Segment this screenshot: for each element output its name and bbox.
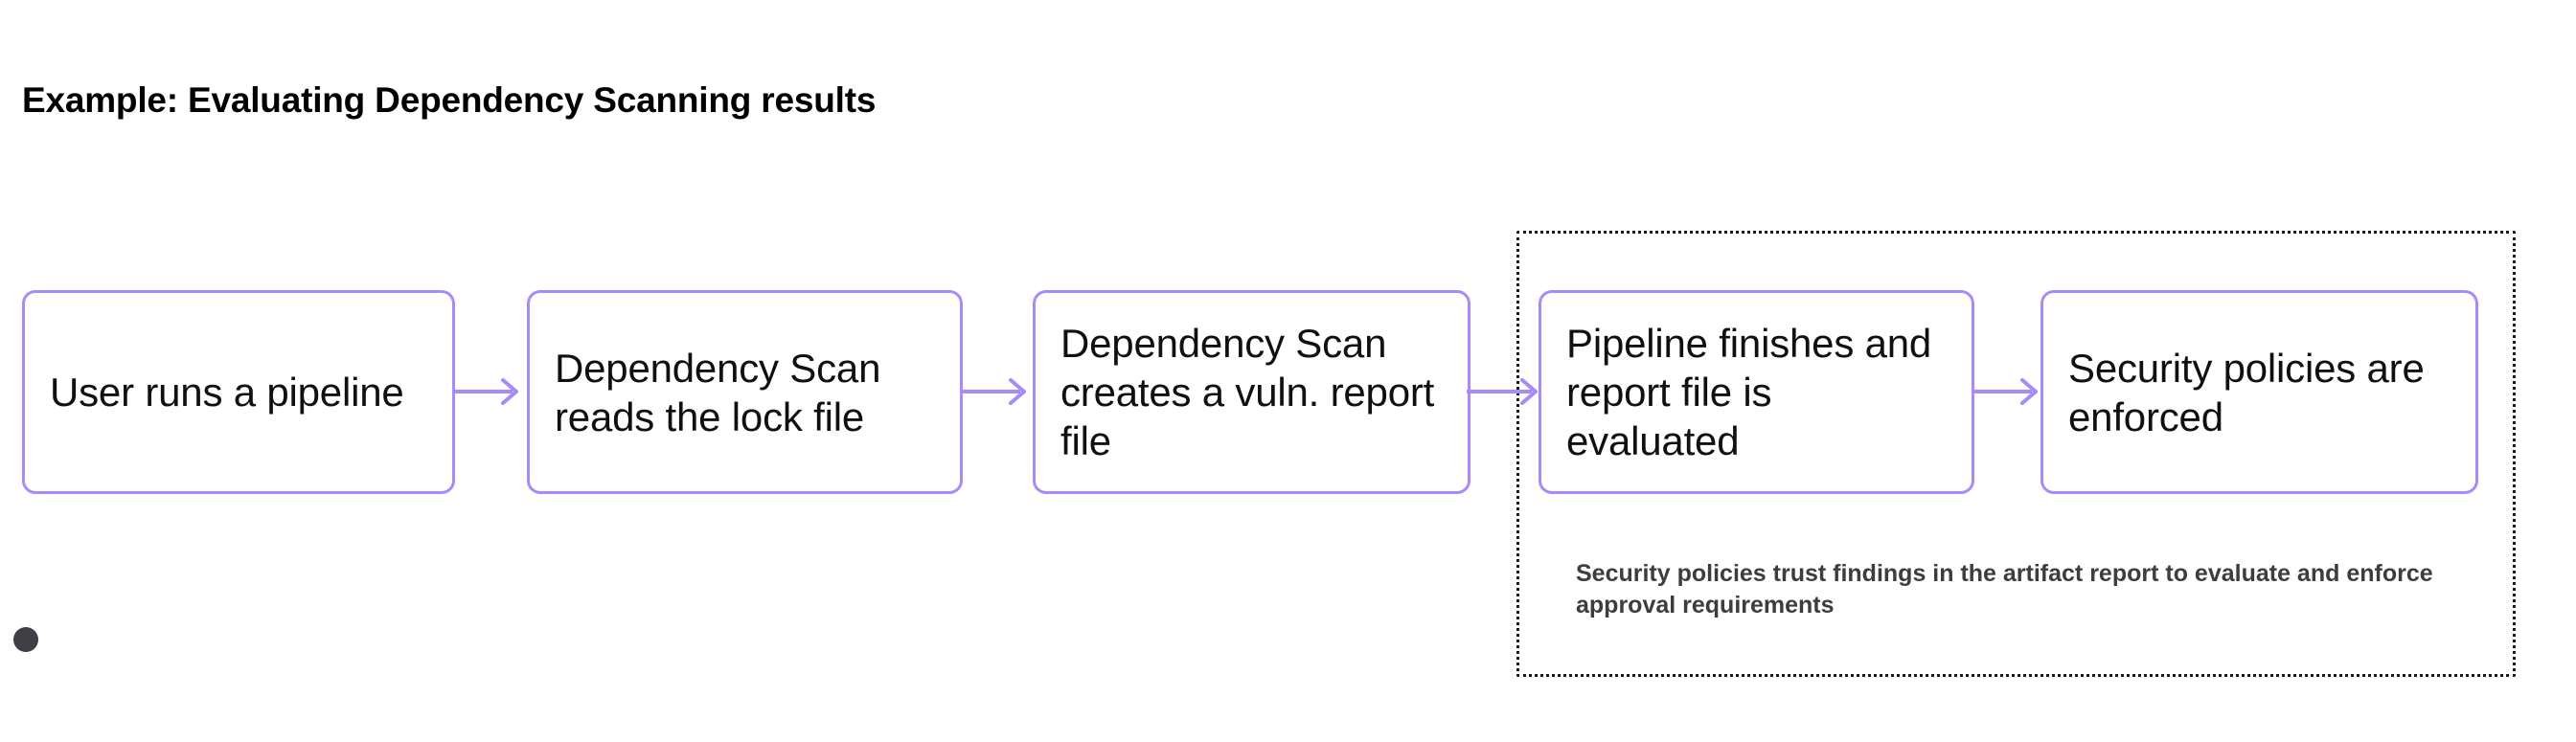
page-title: Example: Evaluating Dependency Scanning … <box>22 80 877 120</box>
flow-node-label: Dependency Scan reads the lock file <box>555 345 881 439</box>
arrow-right-icon <box>961 378 1026 405</box>
arrow-right-icon <box>1467 378 1538 405</box>
flow-node-label: Pipeline finishes and report file is eva… <box>1566 321 1932 463</box>
connector-arrow-2 <box>961 374 1036 409</box>
flow-node-label: Security policies are enforced <box>2068 345 2425 439</box>
flow-node-dependency-scan-creates-report[interactable]: Dependency Scan creates a vuln. report f… <box>1033 290 1470 494</box>
connector-arrow-1 <box>453 374 528 409</box>
flow-node-pipeline-finishes-evaluated[interactable]: Pipeline finishes and report file is eva… <box>1539 290 1974 494</box>
policy-group-container <box>1516 231 2516 677</box>
flow-node-security-policies-enforced[interactable]: Security policies are enforced <box>2040 290 2478 494</box>
flow-node-user-runs-pipeline[interactable]: User runs a pipeline <box>13 290 455 652</box>
connector-arrow-3 <box>1467 374 1541 409</box>
flow-node-label: Dependency Scan creates a vuln. report f… <box>1060 321 1435 463</box>
connector-arrow-4 <box>1972 374 2047 409</box>
arrow-right-icon <box>453 378 518 405</box>
flow-node-dependency-scan-reads-lock-file[interactable]: Dependency Scan reads the lock file <box>527 290 963 494</box>
policy-group-caption: Security policies trust findings in the … <box>1576 560 2433 618</box>
arrow-right-icon <box>1972 378 2038 405</box>
flow-node-label: User runs a pipeline <box>50 370 404 415</box>
connection-dot-icon[interactable] <box>13 627 38 652</box>
